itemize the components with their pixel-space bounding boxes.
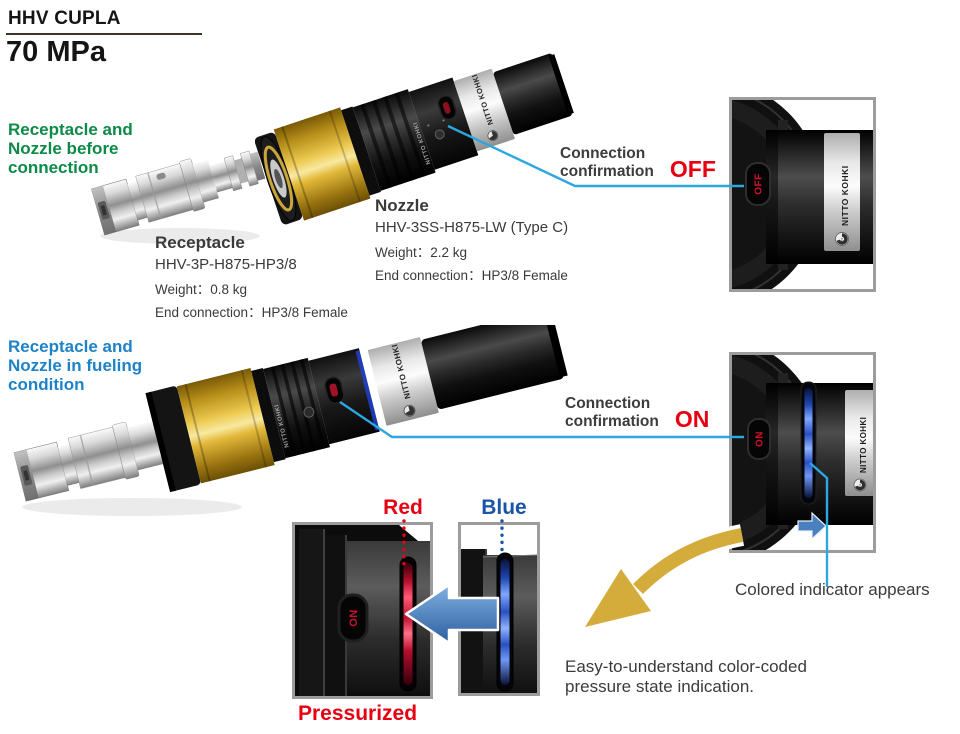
brand-logo-on: 2 (853, 478, 867, 492)
on-window-pressurized-text: ON (348, 609, 360, 627)
connection-confirmation-off: Connection confirmation OFF (560, 145, 716, 181)
gold-curved-arrow-icon (580, 524, 745, 632)
pressurized-label: Pressurized (298, 702, 418, 725)
receptacle-model: HHV-3P-H875-HP3/8 (155, 256, 297, 273)
receptacle-photo (91, 150, 266, 244)
on-window-text: ON (755, 431, 766, 447)
red-indicator-label: Red (383, 496, 423, 519)
connected-assembly-photo: NITTO KOHKI NITTO KOHKI (13, 325, 568, 516)
nozzle-model: HHV-3SS-H875-LW (Type C) (375, 219, 569, 236)
nozzle-spec-block: Nozzle HHV-3SS-H875-LW (Type C) Weight：2… (375, 196, 568, 287)
off-window-text: OFF (754, 173, 765, 195)
receptacle-title: Receptacle (155, 233, 245, 252)
title-underline (6, 33, 202, 35)
svg-text:2: 2 (859, 484, 861, 488)
closeup-unpressurized-panel (458, 522, 540, 696)
svg-text:2: 2 (841, 237, 844, 242)
connection-confirmation-label-2: Connection confirmation (565, 395, 659, 430)
product-series-title: HHV CUPLA (8, 8, 121, 29)
on-label-brand: NITTO KOHKI (859, 417, 868, 473)
connection-confirmation-label: Connection confirmation (560, 145, 654, 180)
closeup-on-panel: ON NITTO KOHKI 2 (729, 352, 876, 553)
nozzle-weight: Weight：2.2 kg (375, 245, 468, 260)
closeup-pressurized-panel: ON (292, 522, 433, 699)
off-window (745, 162, 771, 206)
connection-state-off: OFF (669, 155, 716, 182)
receptacle-weight: Weight：0.8 kg (155, 282, 248, 297)
receptacle-spec-block: Receptacle HHV-3P-H875-HP3/8 Weight：0.8 … (155, 233, 348, 324)
colored-indicator-note: Colored indicator appears (735, 580, 930, 599)
closeup-off-panel: OFF NITTO KOHKI 2 (729, 97, 876, 292)
nozzle-title: Nozzle (375, 196, 429, 215)
nozzle-end-connection: End connection：HP3/8 Female (375, 268, 568, 283)
caption-before-connection: Receptacle and Nozzle before connection (8, 120, 133, 178)
color-coding-description: Easy-to-understand color-coded pressure … (565, 657, 807, 697)
caption-fueling-condition: Receptacle and Nozzle in fueling conditi… (8, 337, 143, 395)
receptacle-end-connection: End connection：HP3/8 Female (155, 305, 348, 320)
pressure-rating: 70 MPa (6, 36, 106, 68)
connection-confirmation-on: Connection confirmation ON (565, 395, 709, 431)
on-window-pressurized (337, 593, 369, 643)
connection-state-on: ON (674, 405, 710, 432)
on-window (747, 418, 771, 460)
nozzle-photo: NITTO KOHKI NITTO KOHKI (255, 53, 574, 225)
blue-indicator-label: Blue (481, 496, 527, 519)
brand-logo-off: 2 (835, 232, 849, 246)
off-label-brand: NITTO KOHKI (840, 165, 850, 226)
